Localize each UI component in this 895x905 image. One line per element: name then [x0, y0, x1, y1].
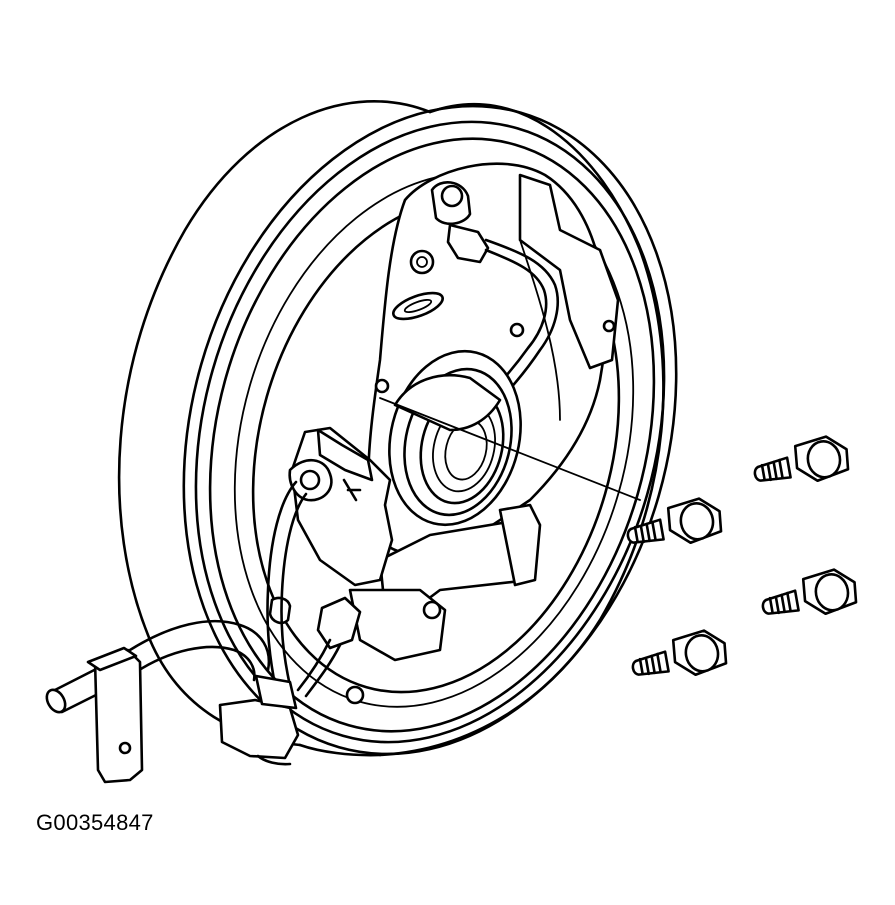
lower-mount-bracket: [345, 503, 542, 705]
drum-rim-rings: [182, 104, 678, 756]
figure-id-label: G00354847: [36, 810, 154, 835]
wheel-cylinder-fitting: [409, 181, 490, 275]
mounting-bolt: [626, 497, 723, 545]
abs-sensor: [268, 426, 394, 650]
wire-connector: [218, 674, 300, 766]
alignment-line: [379, 397, 641, 501]
mounting-bolt: [753, 435, 850, 483]
axle-hub: [388, 349, 522, 527]
axle-tube: [45, 619, 271, 714]
hose-bracket: [86, 646, 144, 784]
mounting-bolt: [761, 568, 858, 616]
sensor-wire-harness: [266, 480, 342, 698]
mounting-bolt: [631, 629, 728, 677]
